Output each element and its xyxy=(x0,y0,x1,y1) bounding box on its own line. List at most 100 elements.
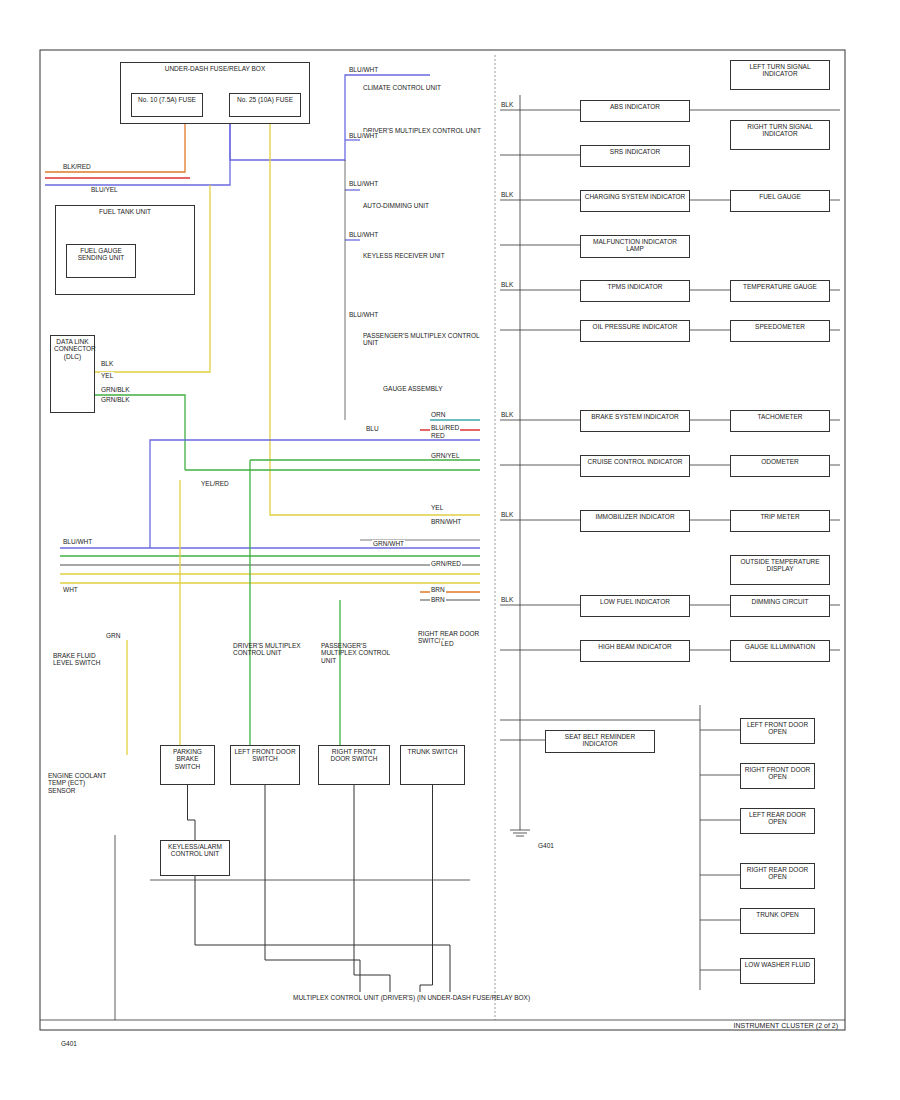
component-box: KEYLESS/ALARM CONTROL UNIT xyxy=(160,840,230,876)
component-name: LEFT FRONT DOOR OPEN xyxy=(741,719,814,738)
component-name: FUEL TANK UNIT xyxy=(56,206,194,217)
component-box: HIGH BEAM INDICATOR xyxy=(580,640,690,662)
component-box: SRS INDICATOR xyxy=(580,145,690,167)
wire-color-code: BLU/RED xyxy=(430,424,460,431)
wire-color-code: WHT xyxy=(62,586,79,593)
component-label: PASSENGER'S MULTIPLEX CONTROL UNIT xyxy=(318,640,403,674)
component-label: CLIMATE CONTROL UNIT xyxy=(360,82,490,114)
divider xyxy=(495,55,496,1020)
component-name: LOW WASHER FLUID xyxy=(741,959,814,970)
component-box: ABS INDICATOR xyxy=(580,100,690,122)
wire-color-code: BLK xyxy=(100,360,114,367)
component-box: SPEEDOMETER xyxy=(730,320,830,342)
component-label: DRIVER'S MULTIPLEX CONTROL UNIT xyxy=(230,640,310,674)
component-name: BRAKE SYSTEM INDICATOR xyxy=(581,411,689,422)
wire-color-code: BLU/WHT xyxy=(348,180,379,187)
component-name: RIGHT REAR DOOR OPEN xyxy=(741,864,814,883)
component-name: LEFT FRONT DOOR SWITCH xyxy=(231,746,299,765)
wires xyxy=(45,75,480,755)
component-name: TPMS INDICATOR xyxy=(581,281,689,292)
frame xyxy=(40,50,845,1030)
component-label: DRIVER'S MULTIPLEX CONTROL UNIT xyxy=(360,125,490,157)
wire-color-code: BLU/WHT xyxy=(348,132,379,139)
wire-color-code: BLK xyxy=(500,281,514,288)
wire-color-code: BRN/WHT xyxy=(430,518,462,525)
wire-color-code: BLK xyxy=(500,101,514,108)
component-name: SRS INDICATOR xyxy=(581,146,689,157)
component-box: TRIP METER xyxy=(730,510,830,532)
component-name: HIGH BEAM INDICATOR xyxy=(581,641,689,652)
component-name: UNDER-DASH FUSE/RELAY BOX xyxy=(121,63,309,74)
component-label: ENGINE COOLANT TEMP (ECT) SENSOR xyxy=(45,770,115,800)
component-label: BRAKE FLUID LEVEL SWITCH xyxy=(50,650,120,684)
component-label: AUTO-DIMMING UNIT xyxy=(360,200,490,224)
component-box: No. 10 (7.5A) FUSE xyxy=(131,93,203,117)
wire-color-code: BLK xyxy=(500,411,514,418)
wire-color-code: BLU/WHT xyxy=(348,311,379,318)
component-box: LEFT TURN SIGNAL INDICATOR xyxy=(730,60,830,90)
component-name: PARKING BRAKE SWITCH xyxy=(161,746,214,772)
component-name: DIMMING CIRCUIT xyxy=(731,596,829,607)
wire-color-code: ORN xyxy=(430,411,446,418)
wire-color-code: G401 xyxy=(60,1040,78,1047)
component-name: IMMOBILIZER INDICATOR xyxy=(581,511,689,522)
component-box: TRUNK OPEN xyxy=(740,908,815,934)
component-name: ODOMETER xyxy=(731,456,829,467)
component-name: LOW FUEL INDICATOR xyxy=(581,596,689,607)
component-name: FUEL GAUGE xyxy=(731,191,829,202)
wire-color-code: BLK xyxy=(500,511,514,518)
component-name: CHARGING SYSTEM INDICATOR xyxy=(581,191,689,202)
component-name: PASSENGER'S MULTIPLEX CONTROL UNIT xyxy=(318,640,403,666)
component-box: TACHOMETER xyxy=(730,410,830,432)
component-box: TRUNK SWITCH xyxy=(400,745,465,785)
wire-color-code: BRN xyxy=(430,586,446,593)
component-name: GAUGE ASSEMBLY xyxy=(380,383,470,394)
component-label: G401 xyxy=(535,840,575,856)
wire-connector xyxy=(354,785,390,992)
component-name: OUTSIDE TEMPERATURE DISPLAY xyxy=(731,556,829,575)
component-box: CRUISE CONTROL INDICATOR xyxy=(580,455,690,477)
component-name: FUEL GAUGE SENDING UNIT xyxy=(67,245,135,264)
component-box: RIGHT FRONT DOOR SWITCH xyxy=(318,745,390,785)
component-name: BRAKE FLUID LEVEL SWITCH xyxy=(50,650,120,669)
component-box: LOW WASHER FLUID xyxy=(740,958,815,984)
component-name: TRIP METER xyxy=(731,511,829,522)
component-box: LEFT REAR DOOR OPEN xyxy=(740,808,815,834)
wire-color-code: GRN/BLK xyxy=(100,396,131,403)
component-box: CHARGING SYSTEM INDICATOR xyxy=(580,190,690,212)
component-box: SEAT BELT REMINDER INDICATOR xyxy=(545,730,655,753)
component-name: CLIMATE CONTROL UNIT xyxy=(360,82,490,93)
wire-connector xyxy=(188,785,196,840)
wire-color-code: BLU/WHT xyxy=(348,231,379,238)
component-name: TRUNK SWITCH xyxy=(401,746,464,757)
component-name: DRIVER'S MULTIPLEX CONTROL UNIT xyxy=(230,640,310,659)
component-box: ODOMETER xyxy=(730,455,830,477)
component-label: KEYLESS RECEIVER UNIT xyxy=(360,250,490,284)
component-box: No. 10 (7.5A) FUSE No. 25 (10A) FUSE UNDER… xyxy=(120,62,310,124)
component-name: No. 25 (10A) FUSE xyxy=(230,94,300,105)
component-box: LOW FUEL INDICATOR xyxy=(580,595,690,617)
component-name: PASSENGER'S MULTIPLEX CONTROL UNIT xyxy=(360,330,490,349)
component-box: LEFT FRONT DOOR SWITCH xyxy=(230,745,300,785)
wire-color-code: RED xyxy=(430,432,446,439)
component-box: FUEL GAUGE SENDING UNIT xyxy=(66,244,136,278)
component-label: GAUGE ASSEMBLY xyxy=(380,383,470,401)
wire-color-code: BLU xyxy=(365,425,380,432)
wire-color-code: BLK xyxy=(500,191,514,198)
component-name: OIL PRESSURE INDICATOR xyxy=(581,321,689,332)
component-box: MALFUNCTION INDICATOR LAMP xyxy=(580,235,690,258)
wire-color-code: YEL xyxy=(100,372,114,379)
component-name: No. 10 (7.5A) FUSE xyxy=(132,94,202,105)
component-name: TRUNK OPEN xyxy=(741,909,814,920)
component-name: RIGHT FRONT DOOR OPEN xyxy=(741,764,814,783)
wire-color-code: YEL/RED xyxy=(200,480,230,487)
wire-color-code: GRN/YEL xyxy=(430,452,461,459)
component-box: LEFT FRONT DOOR OPEN xyxy=(740,718,815,744)
wire-color-code: BLK/RED xyxy=(62,163,92,170)
cluster-bus xyxy=(115,95,840,1020)
component-box: TPMS INDICATOR xyxy=(580,280,690,302)
wire-color-code: YEL xyxy=(430,504,444,511)
wire-color-code: GRN xyxy=(105,632,121,639)
component-name: KEYLESS/ALARM CONTROL UNIT xyxy=(161,841,229,860)
